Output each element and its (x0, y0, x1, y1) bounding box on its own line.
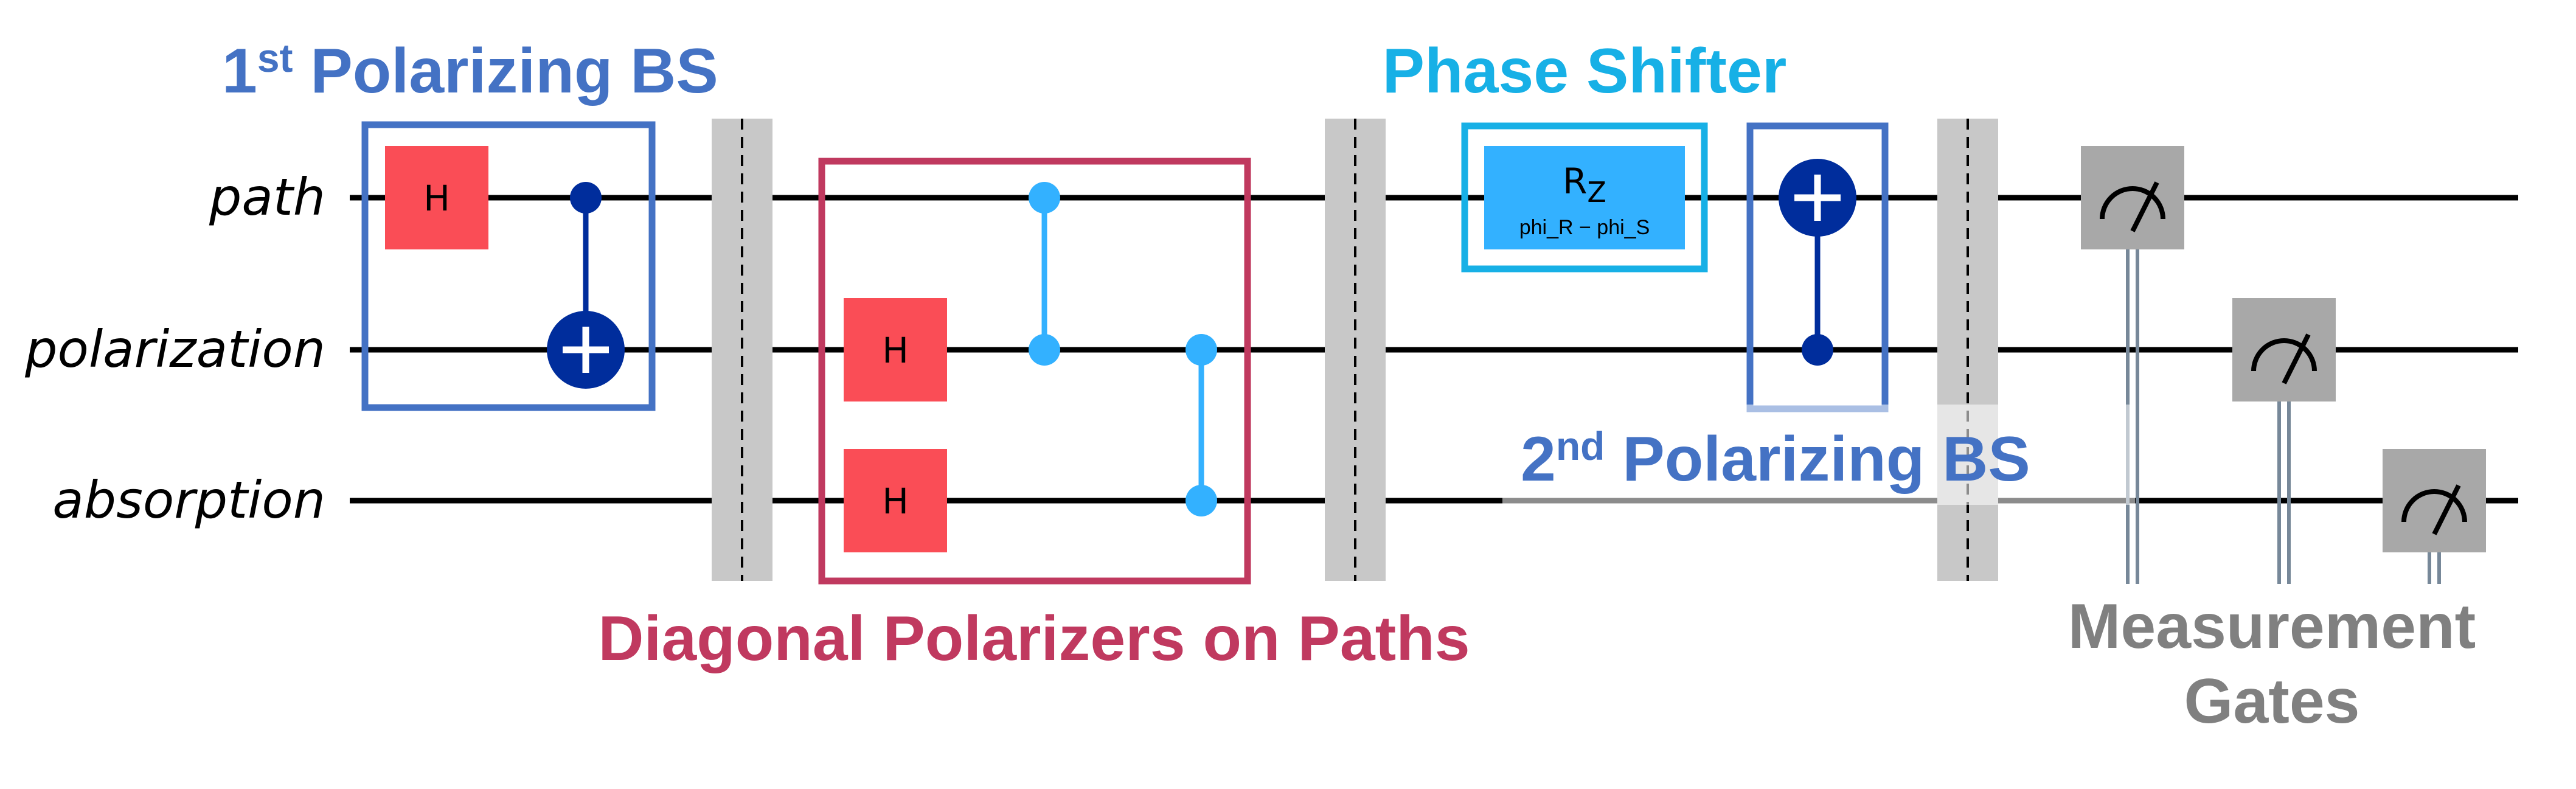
rz-subscript: Z (1587, 176, 1606, 209)
bs2-label: 2nd Polarizing BS (1521, 423, 2030, 495)
cnot-gate-1 (547, 182, 625, 389)
measurement-label-line2: Gates (2184, 666, 2359, 737)
bs1-label: 1st Polarizing BS (222, 35, 718, 106)
measurement-meter-icon (2251, 333, 2317, 384)
wires (350, 195, 2518, 504)
wire-label-absorption: absorption (52, 470, 325, 530)
barrier-3 (1937, 119, 1998, 581)
phase-shifter-label: Phase Shifter (1383, 36, 1787, 106)
phase-shifter-box (1461, 122, 1708, 273)
control-dot-icon (1029, 182, 1060, 214)
measurement-meter-icon (2401, 484, 2467, 535)
control-dot-icon (1186, 485, 1217, 516)
wire-label-path: path (209, 167, 325, 227)
hadamard-gate-polarization: H (844, 298, 947, 401)
hadamard-label: H (423, 178, 450, 219)
bs1-box (361, 121, 656, 411)
rz-param: phi_R − phi_S (1519, 216, 1650, 239)
measurement-gate-path (2081, 146, 2184, 584)
cz-gate-path-polarization (1029, 182, 1060, 366)
wire-labels: path polarization absorption (24, 167, 325, 530)
control-dot-icon (1802, 334, 1833, 366)
control-dot-icon (1186, 334, 1217, 366)
control-dot-icon (570, 182, 602, 214)
wire-label-polarization: polarization (24, 319, 325, 379)
bs2-label-backdrop (1502, 405, 2135, 505)
barrier-2 (1325, 119, 1386, 581)
hadamard-gate-absorption: H (844, 449, 947, 552)
diagonal-polarizers-box (818, 158, 1251, 585)
control-dot-icon (1029, 334, 1060, 366)
hadamard-label: H (882, 481, 909, 522)
diagonal-polarizers-label: Diagonal Polarizers on Paths (598, 603, 1470, 674)
cnot-gate-2 (1779, 159, 1856, 366)
rz-main: R (1563, 161, 1587, 202)
measurement-gate-polarization (2232, 298, 2336, 584)
measurement-gate-absorption (2383, 449, 2486, 584)
rz-gate: RZ phi_R − phi_S (1484, 146, 1685, 249)
hadamard-gate-path: H (385, 146, 488, 249)
cz-gate-polarization-absorption (1186, 334, 1217, 516)
hadamard-label: H (882, 330, 909, 371)
measurement-label-line1: Measurement (2068, 591, 2476, 662)
measurement-meter-icon (2100, 181, 2165, 232)
rz-gate-label: RZ (1563, 161, 1606, 209)
barrier-1 (712, 119, 772, 581)
